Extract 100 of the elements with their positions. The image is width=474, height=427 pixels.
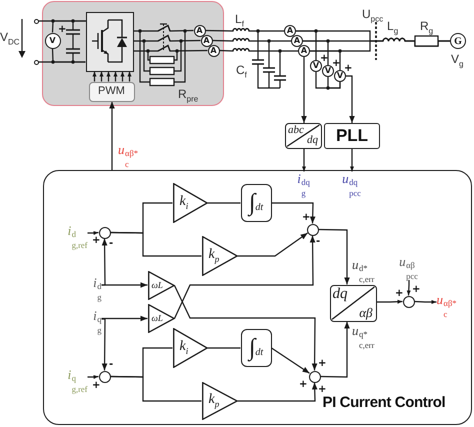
wire [212,38,291,42]
transform-block [330,284,376,322]
sign-label: + [92,381,100,391]
pll-block: PLL [324,123,380,149]
terminal-symbol [34,18,38,24]
arrow [174,236,316,319]
gain-triangle: k$_{p}$ [202,236,238,276]
control-panel [43,170,472,425]
sign-label: + [318,359,326,369]
arrow [238,232,308,257]
wire [327,77,341,89]
ammeter-symbol: A [200,34,212,46]
wire [296,30,317,60]
component-label: R$_{g}$ [420,20,434,36]
arrow [88,375,99,380]
panel-title: PI Current Control [322,394,446,410]
integrator-block: ∫dt [240,184,272,222]
connector-line [208,202,240,204]
transform-block [285,123,322,149]
wire [205,28,284,32]
arrow [414,300,436,304]
component-label: C$_{f}$ [236,64,247,80]
sum-junction [308,370,320,382]
arrow [238,382,318,402]
terminal-symbol [34,60,38,64]
arrow [301,57,307,123]
arrow [92,72,96,82]
inverter-box [86,12,134,72]
gain-triangle: k$_{i}$ [172,182,208,222]
arrow [376,300,403,304]
sign-label: + [332,59,340,69]
arrow [102,238,108,286]
transform-label: dq [332,286,348,302]
arrow [271,348,310,374]
component-label: L$_{g}$ [387,20,398,36]
arrow [302,149,306,172]
converter-panel [42,1,224,106]
arrow [320,322,350,378]
gain-triangle: k$_{p}$ [202,382,238,420]
arrow [109,102,115,170]
voltmeter-symbol: V [322,65,334,77]
sign-label: - [316,237,320,247]
arrow [88,231,99,236]
wire [303,40,329,65]
arrow [350,149,354,172]
connector-line [110,232,202,257]
sign-label: - [109,360,114,370]
arrow [128,72,132,82]
sign-label: + [344,64,352,74]
sum-junction [98,226,110,238]
wire [38,20,86,22]
wire [38,61,86,63]
component-label: V$_{g}$ [451,53,464,68]
wire [310,50,341,70]
connector-line [110,376,202,402]
arrow [102,282,148,288]
sign-label: + [320,54,328,64]
generator-symbol: G [450,33,466,49]
arrow [272,202,316,224]
arrow [102,318,108,370]
sign-label: + [299,380,308,390]
voltmeter-symbol: V [310,60,322,72]
voltmeter-symbol: V [44,32,60,48]
component-label: V$_{DC}$ [0,31,20,46]
pwm-block: PWM [88,82,134,102]
voltmeter-symbol: V [334,70,346,82]
arrow [120,72,124,82]
sign-label: + [58,25,66,35]
component-label: U$_{pcc}$ [362,8,384,24]
arrow [406,280,411,296]
arrow [106,72,110,82]
component-label: L$_{f}$ [235,13,244,28]
transform-label: dq [307,135,318,146]
arrow [318,228,350,284]
ammeter-symbol: A [208,44,220,56]
arrow [114,72,118,82]
transform-label: αβ [359,306,372,318]
integrator-block: ∫dt [240,328,272,366]
arrow [346,75,355,123]
wire [219,48,298,52]
arrow [174,285,318,370]
arrow [100,72,104,82]
ammeter-symbol: A [284,25,296,37]
sign-label: + [412,285,420,295]
sign-label: + [395,289,404,299]
gain-triangle: ωL [148,270,174,300]
wire [52,20,86,33]
sign-label: + [318,385,326,395]
ammeter-symbol: A [194,24,206,36]
gain-triangle: k$_{i}$ [172,328,208,368]
transform-label: abc [288,125,304,136]
gain-triangle: ωL [148,304,174,332]
ammeter-symbol: A [298,45,310,57]
component-label: R$_{pre}$ [178,88,198,104]
connector-line [208,347,240,349]
sign-label: - [109,239,114,249]
sum-junction [306,224,318,236]
sign-label: + [302,213,310,223]
sum-junction [98,370,110,382]
arrow [102,316,148,322]
